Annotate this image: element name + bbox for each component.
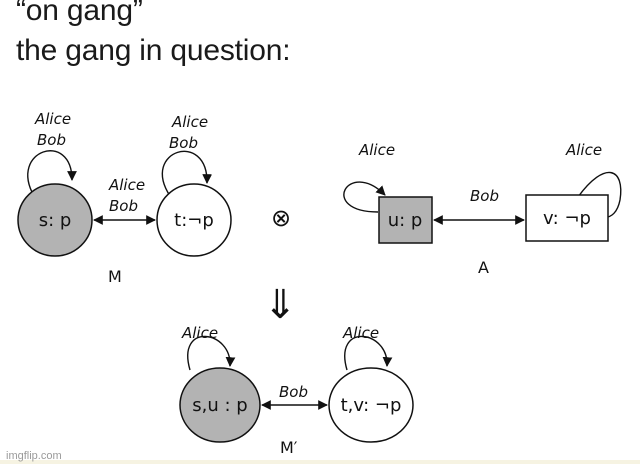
state-tv-node [328,367,414,443]
state-su-reflexive-loop [187,335,236,371]
state-t-reflexive-loop [161,150,213,197]
event-v-loop-agent-alice: Alice [565,141,602,159]
bottom-strip [0,460,640,464]
edge-u-v-agent-bob: Bob [470,187,499,205]
meme-caption-line-1: “on gang” [16,0,143,27]
state-tv-label: t,v: ¬p [341,395,402,416]
event-u-label: u: p [388,210,423,231]
model-m-prime: Alice s,u : p Alice t,v: ¬p Bob M′ [179,324,414,457]
state-t-loop-agent-alice: Alice [171,113,208,131]
action-model-a: Alice u: p Alice v: ¬p Bob A [343,141,622,277]
event-u-reflexive-loop [343,181,386,213]
imgflip-watermark: imgflip.com [6,450,62,462]
result-down-arrow: ⇓ [263,282,297,328]
meme-caption-line-2: the gang in question: [16,34,291,67]
state-tv-reflexive-loop [344,335,393,371]
state-s-loop-agent-bob: Bob [37,131,66,149]
model-m-prime-name: M′ [280,438,298,457]
edge-su-tv-agent-bob: Bob [279,383,308,401]
state-su-loop-agent-alice: Alice [181,324,218,342]
product-operator-symbol: ⊗ [271,204,291,232]
state-t-node [156,183,232,257]
edge-s-t-agent-bob: Bob [109,197,138,215]
action-model-a-name: A [478,258,489,277]
state-s-label: s: p [39,210,72,231]
state-su-label: s,u : p [192,395,247,416]
event-v-label: v: ¬p [543,208,591,229]
state-tv-loop-agent-alice: Alice [342,324,379,342]
edge-s-t-agent-alice: Alice [108,176,145,194]
state-s-node [17,183,93,257]
state-t-loop-agent-bob: Bob [169,134,198,152]
state-s-loop-agent-alice: Alice [34,110,71,128]
event-u-node [378,196,433,244]
model-m: Alice Bob s: p Alice Bob t:¬p Alice Bob … [17,110,232,286]
event-u-loop-agent-alice: Alice [358,141,395,159]
state-su-node [179,367,261,443]
state-s-reflexive-loop [27,150,77,197]
model-m-name: M [108,267,122,286]
event-v-node [525,194,609,242]
state-t-label: t:¬p [174,210,214,231]
